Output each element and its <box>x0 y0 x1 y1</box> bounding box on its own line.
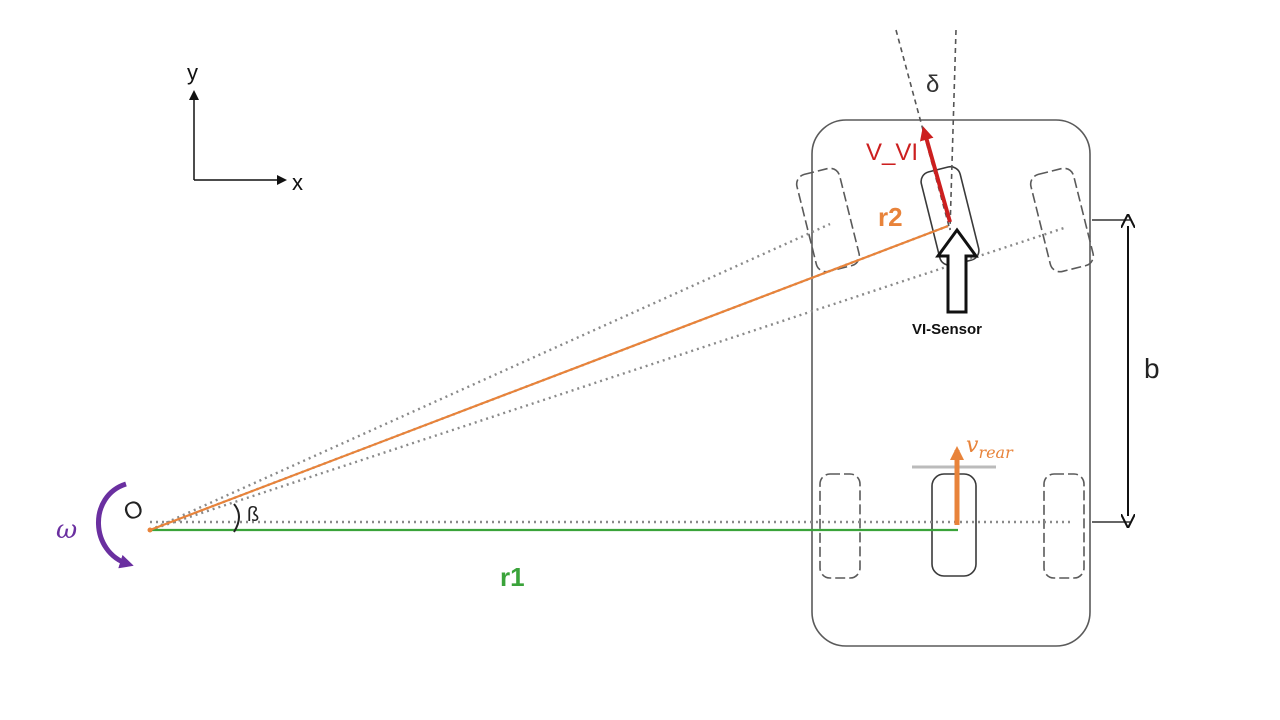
v-vi-arrow <box>919 126 952 223</box>
front-left-wheel <box>795 167 861 273</box>
v-vi-label: V_VI <box>866 139 918 166</box>
b-label: b <box>1144 353 1160 384</box>
delta-line-vertical <box>949 29 957 231</box>
v-rear-base: v <box>966 433 979 458</box>
v-rear-subscript: rear <box>978 443 1014 462</box>
r1-label: r1 <box>500 562 525 592</box>
omega-label: ω <box>56 515 77 545</box>
omega-arrow <box>96 481 134 569</box>
delta-label: δ <box>926 71 939 98</box>
dotted-to-front-right <box>149 226 1065 532</box>
r2-line <box>149 224 949 532</box>
beta-label: ß <box>247 504 259 526</box>
vi-sensor-label: VI-Sensor <box>912 321 982 338</box>
vehicle-body <box>795 119 1095 647</box>
r2-label: r2 <box>878 202 903 232</box>
x-axis-label: x <box>292 170 303 195</box>
rear-right-wheel <box>1043 473 1085 579</box>
b-dimension: b <box>1092 220 1160 522</box>
rear-left-wheel <box>819 473 861 579</box>
rear-center-wheel <box>931 473 977 577</box>
beta-arc <box>233 503 240 533</box>
origin-label: O <box>120 495 147 527</box>
y-axis-label: y <box>187 60 198 85</box>
v-rear-label: vrear <box>966 433 1014 462</box>
origin-point <box>147 527 153 533</box>
coordinate-axes: y x <box>187 60 303 195</box>
dotted-to-front-left <box>149 222 831 532</box>
vi-sensor-arrow <box>935 227 979 314</box>
vehicle-outline <box>811 119 1091 647</box>
front-right-wheel <box>1029 167 1095 273</box>
